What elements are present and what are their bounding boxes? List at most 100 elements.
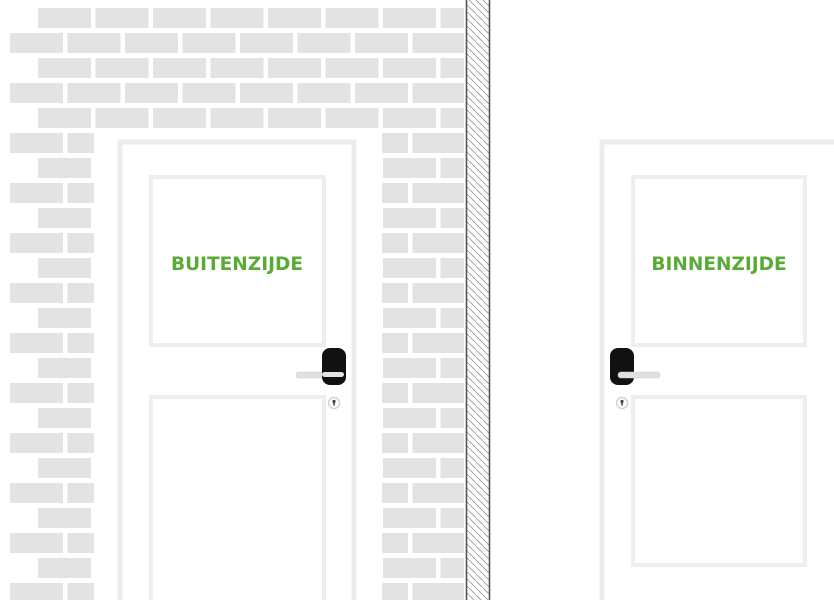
brick bbox=[96, 108, 149, 128]
brick bbox=[298, 83, 351, 103]
brick bbox=[413, 283, 465, 303]
brick bbox=[10, 383, 63, 403]
brick bbox=[68, 33, 121, 53]
inside-door-lower-panel bbox=[633, 397, 805, 565]
brick bbox=[153, 8, 206, 28]
brick bbox=[382, 483, 408, 503]
brick bbox=[383, 8, 436, 28]
brick bbox=[38, 208, 91, 228]
brick bbox=[68, 83, 121, 103]
brick bbox=[183, 33, 236, 53]
brick bbox=[153, 108, 206, 128]
brick bbox=[441, 108, 465, 128]
brick bbox=[382, 183, 408, 203]
brick bbox=[326, 58, 379, 78]
brick bbox=[441, 458, 465, 478]
brick bbox=[10, 83, 63, 103]
brick bbox=[68, 483, 95, 503]
outside-door-label: BUITENZIJDE bbox=[171, 254, 303, 275]
brick bbox=[383, 458, 436, 478]
outside-door-lower-panel bbox=[151, 397, 324, 600]
brick bbox=[125, 83, 178, 103]
brick bbox=[355, 83, 408, 103]
brick bbox=[383, 258, 436, 278]
brick bbox=[10, 133, 63, 153]
brick bbox=[38, 158, 91, 178]
brick bbox=[38, 8, 91, 28]
brick bbox=[38, 108, 91, 128]
brick bbox=[413, 33, 465, 53]
brick bbox=[38, 258, 91, 278]
brick bbox=[211, 108, 264, 128]
brick bbox=[413, 383, 465, 403]
brick bbox=[38, 458, 91, 478]
brick bbox=[96, 8, 149, 28]
wall-section bbox=[466, 0, 490, 600]
inside-door: BINNENZIJDE bbox=[602, 142, 834, 600]
brick bbox=[326, 8, 379, 28]
outside-smart-lock bbox=[322, 348, 346, 385]
brick bbox=[382, 383, 408, 403]
brick bbox=[268, 108, 321, 128]
brick bbox=[10, 233, 63, 253]
brick bbox=[68, 283, 95, 303]
brick bbox=[68, 583, 95, 600]
brick bbox=[383, 158, 436, 178]
brick bbox=[38, 558, 91, 578]
outside-key-cylinder-icon bbox=[329, 398, 340, 409]
brick bbox=[10, 33, 63, 53]
brick bbox=[240, 33, 293, 53]
brick bbox=[10, 433, 63, 453]
brick bbox=[153, 58, 206, 78]
inside-door-label: BINNENZIJDE bbox=[651, 254, 786, 275]
brick bbox=[10, 333, 63, 353]
brick bbox=[125, 33, 178, 53]
brick bbox=[413, 433, 465, 453]
brick bbox=[441, 508, 465, 528]
brick bbox=[68, 183, 95, 203]
brick bbox=[383, 558, 436, 578]
brick bbox=[383, 308, 436, 328]
brick bbox=[383, 58, 436, 78]
brick bbox=[383, 208, 436, 228]
brick bbox=[382, 283, 408, 303]
brick bbox=[382, 583, 408, 600]
brick bbox=[441, 558, 465, 578]
brick bbox=[68, 133, 95, 153]
brick bbox=[382, 333, 408, 353]
brick bbox=[382, 433, 408, 453]
brick bbox=[441, 358, 465, 378]
brick bbox=[413, 233, 465, 253]
brick bbox=[38, 358, 91, 378]
brick bbox=[441, 8, 465, 28]
brick bbox=[326, 108, 379, 128]
brick bbox=[441, 308, 465, 328]
brick bbox=[441, 408, 465, 428]
brick bbox=[355, 33, 408, 53]
brick bbox=[38, 308, 91, 328]
brick bbox=[298, 33, 351, 53]
brick bbox=[441, 258, 465, 278]
outside-door: BUITENZIJDE bbox=[120, 142, 354, 600]
brick bbox=[383, 358, 436, 378]
brick bbox=[382, 533, 408, 553]
brick bbox=[413, 483, 465, 503]
brick bbox=[413, 183, 465, 203]
brick bbox=[68, 233, 95, 253]
brick bbox=[10, 583, 63, 600]
brick bbox=[413, 533, 465, 553]
brick bbox=[183, 83, 236, 103]
brick bbox=[10, 483, 63, 503]
inside-door-handle bbox=[618, 372, 660, 378]
brick bbox=[268, 8, 321, 28]
brick bbox=[68, 433, 95, 453]
brick bbox=[38, 58, 91, 78]
brick bbox=[240, 83, 293, 103]
brick bbox=[413, 583, 465, 600]
brick bbox=[382, 233, 408, 253]
brick bbox=[211, 58, 264, 78]
brick bbox=[383, 508, 436, 528]
brick bbox=[96, 58, 149, 78]
brick bbox=[382, 133, 408, 153]
